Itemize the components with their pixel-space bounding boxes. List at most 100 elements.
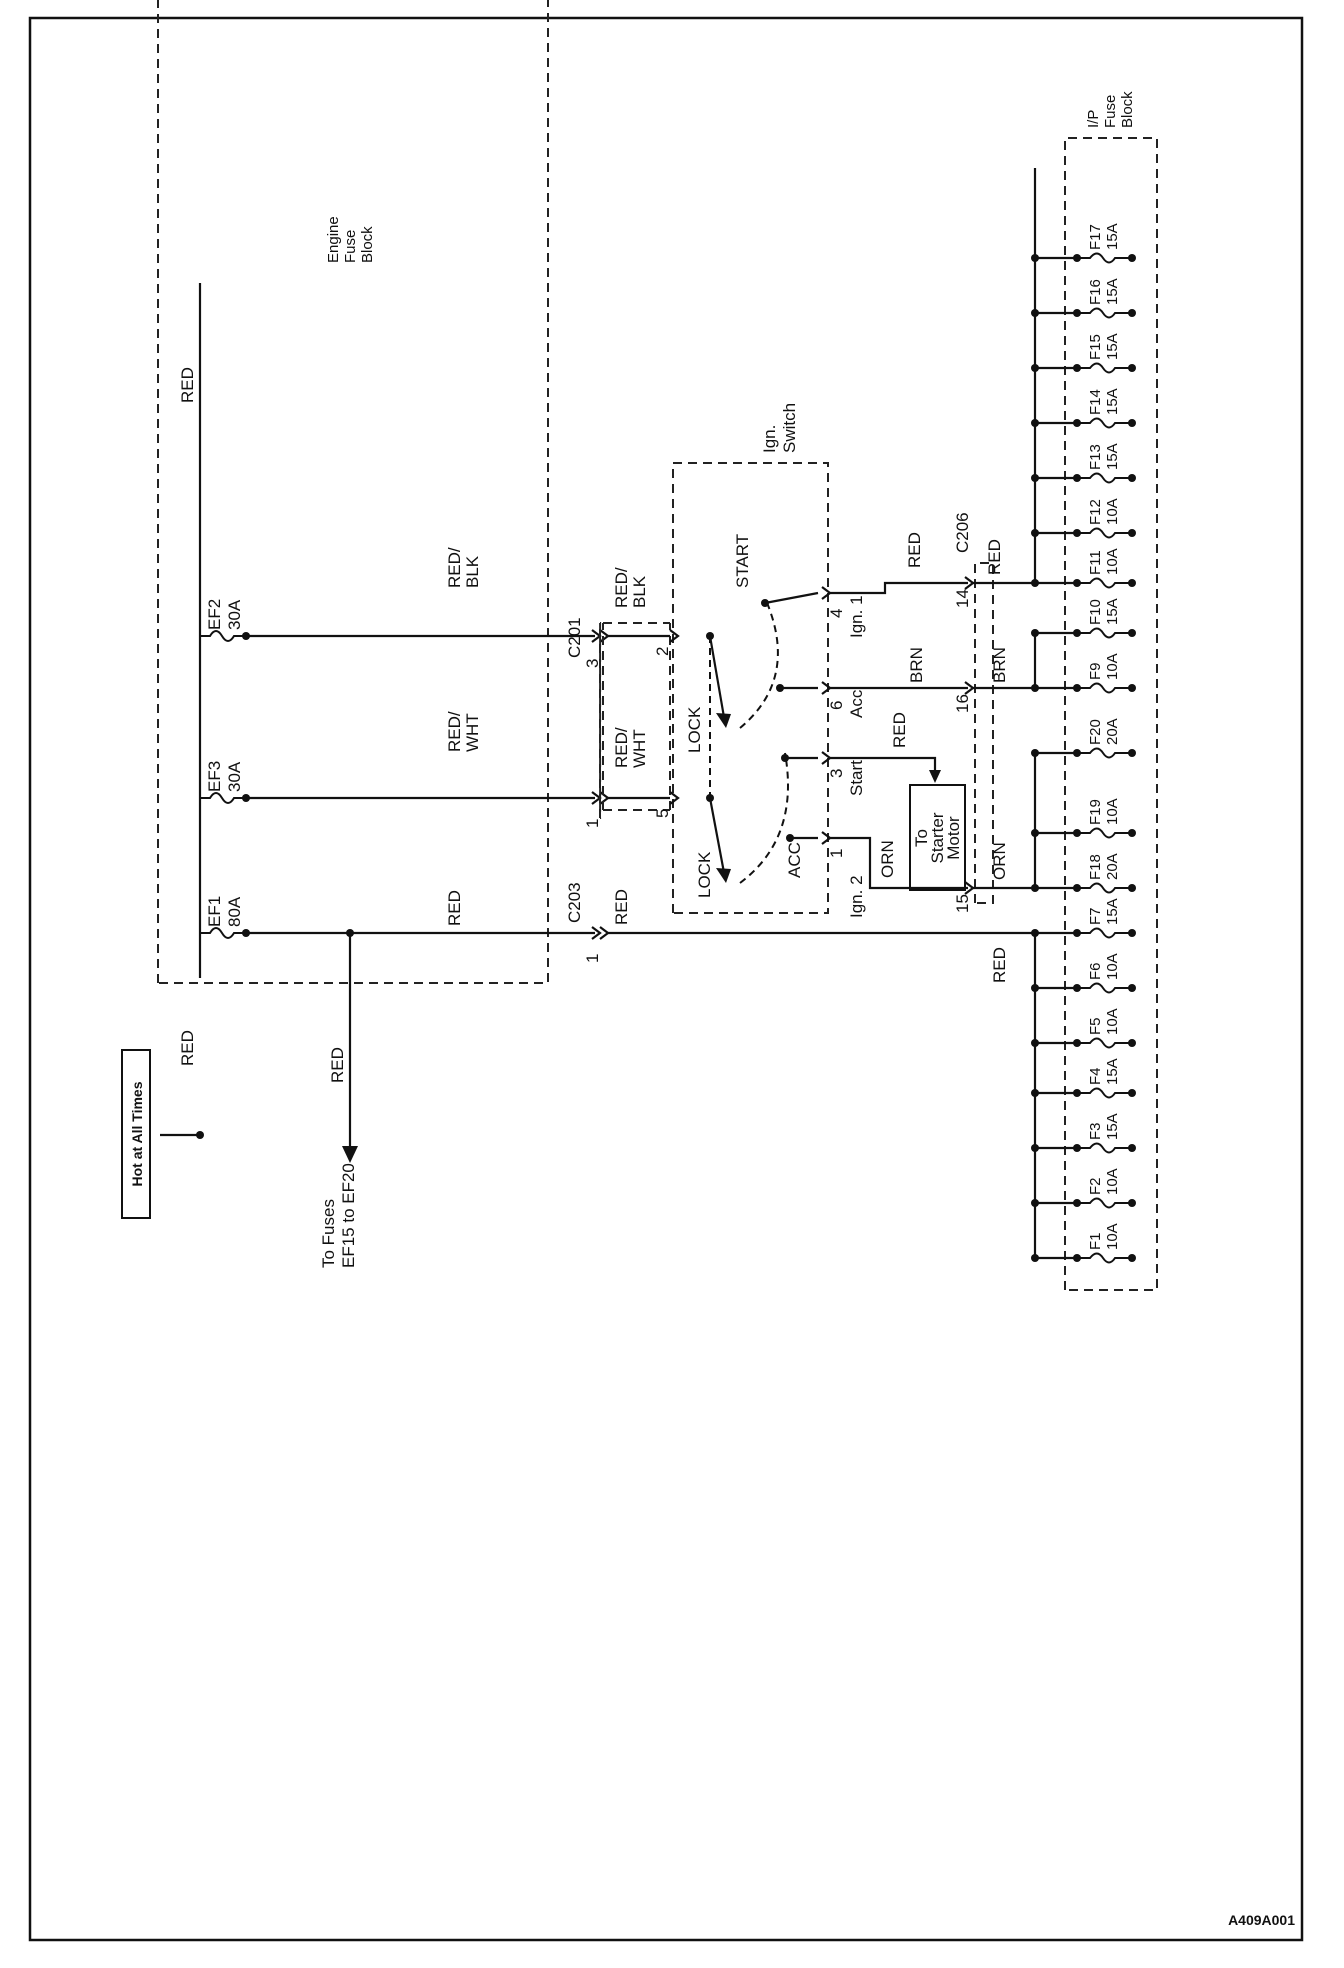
fuse-name: F16 [1087,279,1104,305]
fuse-out-dot [1128,984,1136,992]
fuse-rating: 15A [1104,1058,1121,1085]
fuse-name: F4 [1087,1067,1104,1085]
fuse-symbol [1079,682,1130,694]
fuse-rating: 10A [1104,1168,1121,1195]
fuse-rating: 10A [1104,798,1121,825]
fuse-rating: 10A [1104,1223,1121,1250]
wire-red-wht-label: WHT [463,713,482,752]
svg-text:1: 1 [583,819,602,828]
fuse-out-dot [1128,1199,1136,1207]
switch-lever-upper-tip [716,713,731,728]
fuse-symbol [1079,882,1130,894]
fuse-ef3-name: EF3 [205,761,224,792]
fuse-symbol [1079,627,1130,639]
fuse-rating: 20A [1104,853,1121,880]
fuse-out-dot [1128,1144,1136,1152]
wire-red-label: RED [178,1030,197,1066]
svg-text:Acc: Acc [847,689,866,718]
fuse-name: F13 [1087,444,1104,470]
fuse-in-dot [1073,829,1081,837]
switch-lever-upper [708,635,727,724]
ign-switch-label: Ign. [760,425,779,453]
fuse-rating: 15A [1104,333,1121,360]
svg-text:1: 1 [583,954,602,963]
fuse-name: F10 [1087,599,1104,625]
switch-arc-lower [739,752,789,884]
fuse-symbol [1079,747,1130,759]
wire-ign1-red [830,581,968,595]
fuse-out-dot [1128,749,1136,757]
fuse-rating: 20A [1104,718,1121,745]
fuse-symbol [1079,927,1130,939]
wire-red-blk-label: RED/ [612,567,631,608]
wire-red-label: RED [905,532,924,568]
branch-arrow [342,1146,358,1163]
fuse-rating: 10A [1104,548,1121,575]
svg-text:1: 1 [827,849,846,858]
fuse-out-dot [1128,254,1136,262]
wire-red-blk-label: BLK [630,575,649,608]
ip-fuse-block-label: I/P [1085,110,1102,128]
svg-text:Start: Start [847,760,866,796]
fuse-symbol [1079,577,1130,589]
fuse-name: F20 [1087,719,1104,745]
fuse-out-dot [1128,929,1136,937]
connector-c206-outline [974,562,994,904]
fuse-out-dot [1128,1254,1136,1262]
wire-ign2-orn [830,836,968,890]
wire-red-label: RED [612,889,631,925]
wire-brn-label: BRN [907,647,926,683]
svg-text:4: 4 [827,609,846,618]
switch-lever-lower [708,797,727,879]
fuse-name: F12 [1087,499,1104,525]
fuse-name: F14 [1087,389,1104,415]
switch-start-pos: START [733,534,752,588]
fuse-name: F3 [1087,1122,1104,1140]
fuse-out-dot [1128,309,1136,317]
fuse-rating: 10A [1104,953,1121,980]
fuse-rating: 15A [1104,898,1121,925]
fuse-ef2 [200,630,244,642]
fuse-in-dot [1073,1144,1081,1152]
fuse-in-dot [1073,419,1081,427]
fuse-name: F2 [1087,1177,1104,1195]
fuse-name: F5 [1087,1017,1104,1035]
svg-text:C206: C206 [953,512,972,553]
fuse-ef1-name: EF1 [205,896,224,927]
fuse-out-dot [1128,529,1136,537]
wire-orn-label: ORN [878,840,897,878]
fuse-rating: 15A [1104,278,1121,305]
fuse-out-dot [1128,419,1136,427]
switch-pin-5: 5 [653,809,672,818]
fuse-out-dot [1128,364,1136,372]
fuse-out-dot [1128,629,1136,637]
fuse-ef1-rating: 80A [225,896,244,927]
starter-motor-label: Starter [928,812,947,863]
fuse-in-dot [1073,929,1081,937]
starter-motor-box [909,784,966,891]
fuse-ef1 [200,927,244,939]
fuse-symbol [1079,307,1130,319]
fuse-name: F9 [1087,662,1104,680]
svg-text:3: 3 [827,769,846,778]
fuse-symbol [1079,417,1130,429]
wire-red-label: RED [990,947,1009,983]
ign-switch-outline [672,462,829,914]
fuse-name: F11 [1087,550,1104,575]
engine-fuse-block-label: Block [359,226,376,263]
starter-arrow [929,770,941,783]
fuse-name: F17 [1087,224,1104,250]
diagram-code: A409A001 [1228,1912,1295,1928]
fuse-in-dot [1073,529,1081,537]
fuse-in-dot [1073,1254,1081,1262]
fuse-out-dot [1128,829,1136,837]
